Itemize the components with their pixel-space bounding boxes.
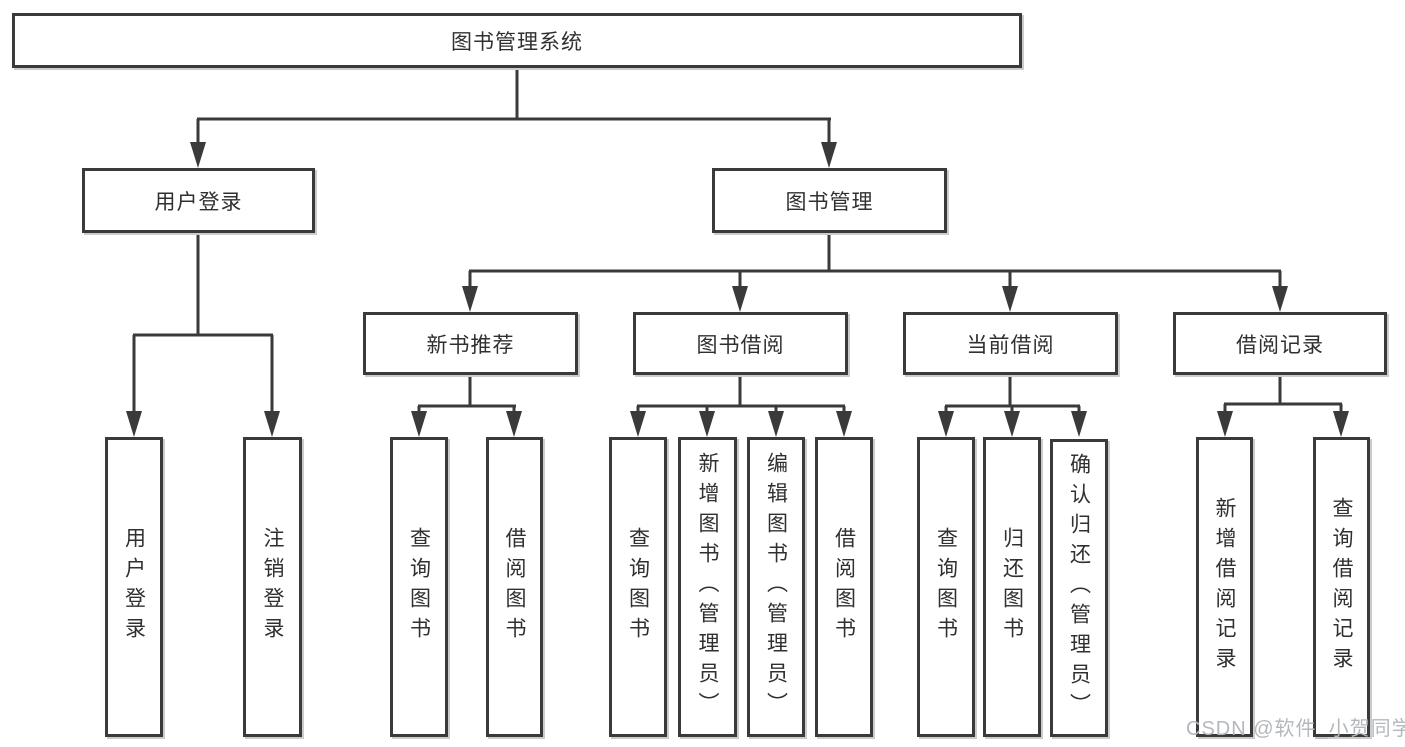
node-borrowing-records: 借阅记录 xyxy=(1173,312,1387,375)
node-user-login: 用户登录 xyxy=(82,168,315,233)
csdn-watermark: CSDN @软件_小贺同学 xyxy=(1186,718,1405,740)
leaf-add-books-admin: 新增图书（管理员） xyxy=(678,437,737,737)
leaf-edit-books-admin: 编辑图书（管理员） xyxy=(747,437,805,737)
node-book-management: 图书管理 xyxy=(712,168,947,233)
leaf-query-books-borrowing: 查询图书 xyxy=(609,437,667,737)
leaf-add-borrow-record: 新增借阅记录 xyxy=(1196,437,1253,737)
node-new-book-recommend: 新书推荐 xyxy=(363,312,578,375)
leaf-query-books-recommend: 查询图书 xyxy=(390,437,448,737)
leaf-borrow-books-borrowing: 借阅图书 xyxy=(815,437,873,737)
leaf-query-borrow-record: 查询借阅记录 xyxy=(1313,437,1370,737)
node-book-borrowing: 图书借阅 xyxy=(633,312,848,375)
leaf-borrow-books-recommend: 借阅图书 xyxy=(486,437,543,737)
leaf-return-books: 归还图书 xyxy=(983,437,1041,737)
leaf-user-login: 用户登录 xyxy=(105,437,163,737)
leaf-query-books-current: 查询图书 xyxy=(917,437,975,737)
arrowheads xyxy=(126,142,1349,437)
leaf-logout: 注销登录 xyxy=(243,437,302,737)
leaf-confirm-return-admin: 确认归还（管理员） xyxy=(1050,439,1108,737)
node-current-borrowing: 当前借阅 xyxy=(903,312,1118,375)
node-root: 图书管理系统 xyxy=(12,13,1022,68)
